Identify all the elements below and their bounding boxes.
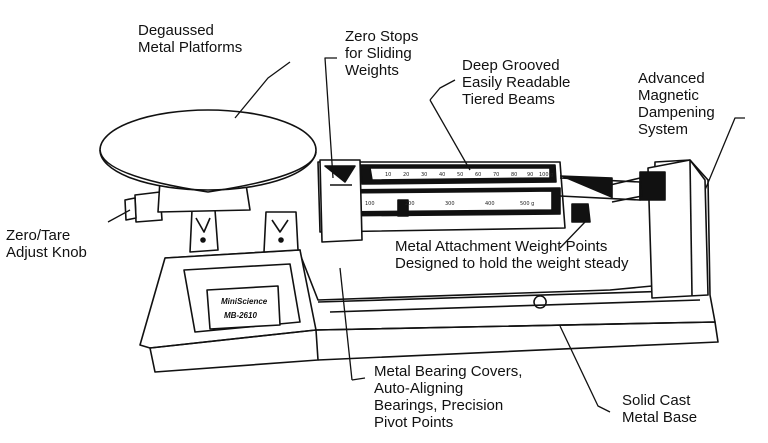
label-line: for Sliding: [345, 45, 412, 62]
tick-label: 40: [439, 172, 445, 178]
weight-riders: [397, 199, 547, 309]
label-line: Adjust Knob: [6, 244, 87, 261]
label-platforms: Degaussed Metal Platforms: [138, 22, 242, 56]
label-line: Tiered Beams: [462, 91, 555, 108]
nameplate-brand: MiniScience: [221, 297, 268, 306]
tick-label: 20: [403, 172, 409, 178]
tick-label: 400: [485, 201, 495, 207]
label-base: Solid Cast Metal Base: [622, 392, 697, 426]
beam-bottom-ticks: 100 200 300 400 500 g: [365, 201, 534, 207]
label-line: Auto-Aligning: [374, 380, 464, 397]
beam-top-ticks: 10 20 30 40 50 60 70 80 90 100 g: [385, 172, 553, 178]
tick-label: 300: [445, 201, 455, 207]
label-line: Weights: [345, 62, 399, 79]
zero-tare-knob: [124, 191, 163, 223]
label-line: Advanced: [638, 70, 705, 87]
label-beams: Deep Grooved Easily Readable Tiered Beam…: [462, 57, 570, 108]
label-line: Magnetic: [638, 87, 699, 104]
label-line: Dampening: [638, 104, 715, 121]
tick-label: 70: [493, 172, 499, 178]
label-line: Deep Grooved: [462, 57, 560, 74]
tick-label: 10: [385, 172, 391, 178]
weighing-platform: [99, 109, 317, 213]
label-knob: Zero/Tare Adjust Knob: [6, 227, 87, 261]
label-line: Zero/Tare: [6, 227, 71, 244]
tick-label: 200: [405, 201, 415, 207]
label-dampening: Advanced Magnetic Dampening System: [638, 70, 715, 138]
label-weight-points: Metal Attachment Weight Points Designed …: [395, 238, 629, 272]
label-bearings: Metal Bearing Covers, Auto-Aligning Bear…: [374, 363, 522, 431]
nameplate: [206, 285, 281, 330]
label-line: Metal Platforms: [138, 39, 243, 56]
tick-label: 80: [511, 172, 517, 178]
label-line: Metal Base: [622, 409, 698, 426]
label-line: Easily Readable: [462, 74, 571, 91]
tick-label: 100: [365, 201, 375, 207]
label-line: Zero Stops: [345, 28, 419, 45]
zero-stop-panel: [319, 159, 363, 243]
tick-label: 500 g: [520, 201, 534, 207]
label-line: Metal Attachment Weight Points: [395, 238, 608, 255]
tick-label: 50: [457, 172, 463, 178]
tick-label: 60: [475, 172, 481, 178]
nameplate-model: MB-2610: [224, 311, 257, 320]
label-zero-stops: Zero Stops for Sliding Weights: [345, 28, 418, 79]
tick-label: 30: [421, 172, 427, 178]
label-line: Pivot Points: [374, 414, 454, 431]
label-line: Bearings, Precision: [374, 397, 504, 414]
label-line: Metal Bearing Covers,: [374, 363, 523, 380]
leader-lines: [107, 57, 745, 413]
label-line: System: [638, 121, 689, 138]
tick-label: 90: [527, 172, 533, 178]
pivot-posts: [189, 209, 299, 253]
beam-assembly: [317, 161, 641, 233]
label-line: Solid Cast: [622, 392, 691, 409]
label-line: Designed to hold the weight steady: [395, 255, 629, 272]
label-line: Degaussed: [138, 22, 214, 39]
tick-label: 100 g: [539, 172, 553, 178]
